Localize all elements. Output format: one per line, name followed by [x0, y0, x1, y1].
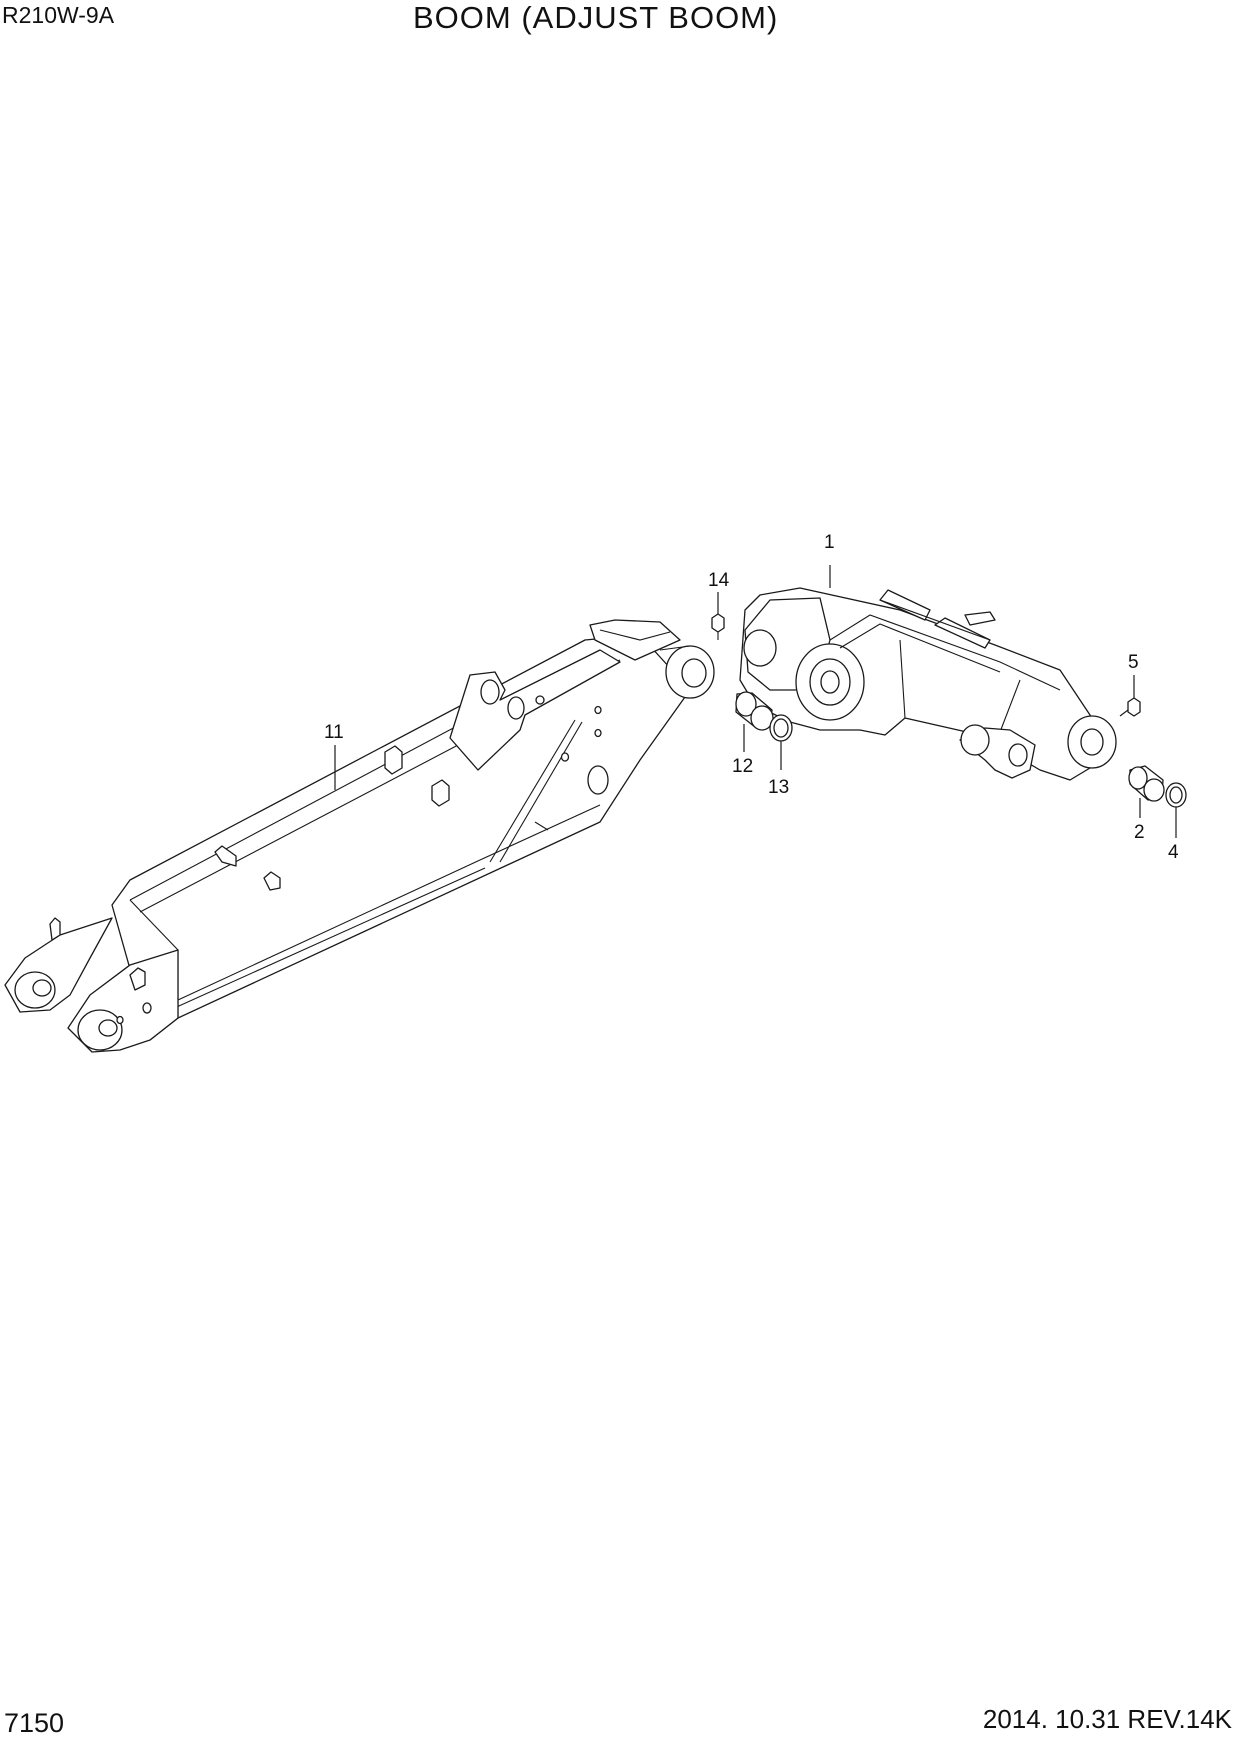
page-number: 7150: [4, 1708, 65, 1738]
callout-1: 1: [824, 532, 835, 553]
callout-14: 14: [708, 570, 730, 591]
main-boom-part-11: [4, 619, 715, 1053]
bushing-part-2: [1128, 765, 1165, 802]
grease-nipple-part-14: [711, 613, 725, 640]
callout-13: 13: [768, 777, 789, 798]
callout-2: 2: [1134, 822, 1145, 843]
model-code: R210W-9A: [2, 2, 115, 28]
shim-part-4: [1165, 782, 1187, 808]
page-title: BOOM (ADJUST BOOM): [413, 0, 779, 35]
shim-part-13: [769, 714, 793, 742]
callout-4: 4: [1168, 842, 1179, 863]
callout-5: 5: [1128, 652, 1139, 673]
callout-11: 11: [324, 722, 344, 743]
revision-date: 2014. 10.31 REV.14K: [982, 1704, 1232, 1734]
boom-foot-boss: [659, 645, 715, 699]
callout-12: 12: [732, 756, 753, 777]
grease-nipple-part-5: [1119, 697, 1141, 717]
adjust-boom-part-1: [739, 587, 1117, 781]
